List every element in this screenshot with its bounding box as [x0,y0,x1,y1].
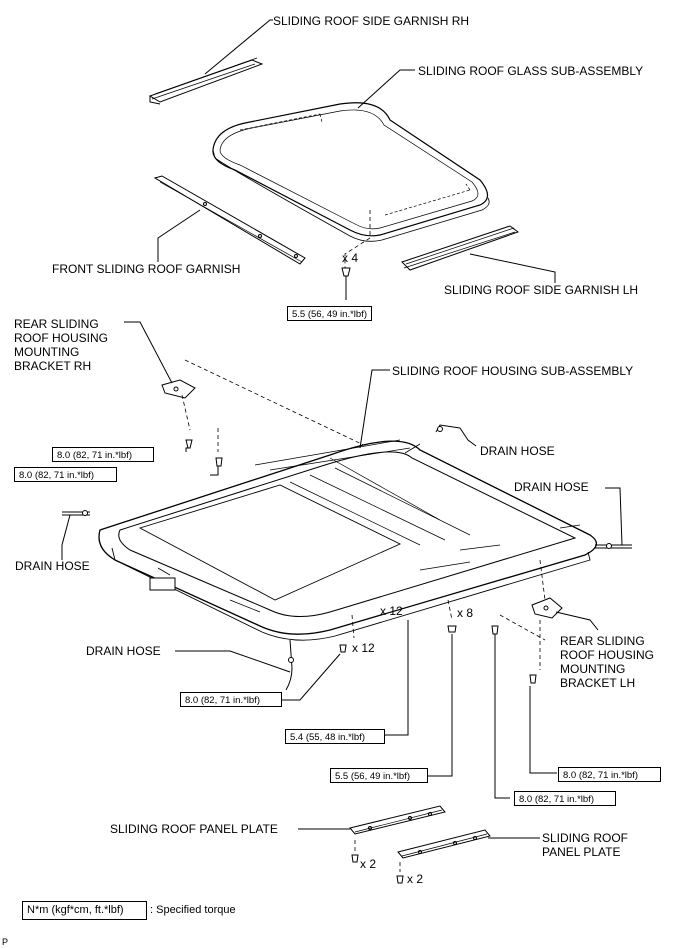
label-glass-sub-assembly: SLIDING ROOF GLASS SUB-ASSEMBLY [418,64,644,78]
corner-mark: P [2,937,9,947]
torque-bracket-rh-upper: 8.0 (82, 71 in.*lbf) [52,447,154,462]
panel-plate-left-part [349,805,446,835]
leader-bracket-rh [124,321,173,384]
front-garnish-part [153,175,306,265]
qty-glass-bolts: x 4 [342,251,359,265]
torque-glass: 5.5 (56, 49 in.*lbf) [287,306,372,321]
qty-housing-nuts: x 8 [457,606,474,620]
qty-housing-bolts-b: x 12 [352,641,375,655]
legend-meaning: : Specified torque [150,904,236,916]
leader-housing [359,369,390,449]
label-rear-bracket-lh: REAR SLIDING ROOF HOUSING MOUNTING BRACK… [560,634,655,690]
torque-housing-center: 5.4 (55, 48 in.*lbf) [285,729,385,744]
torque-housing-nuts: 5.5 (56, 49 in.*lbf) [330,768,428,783]
drain-hose-b [285,639,294,691]
label-rear-bracket-rh: REAR SLIDING ROOF HOUSING MOUNTING BRACK… [14,317,109,373]
label-panel-plate-left: SLIDING ROOF PANEL PLATE [110,822,278,836]
qty-plate-bolts-right: x 2 [407,872,424,886]
label-drain-hose-bottom: DRAIN HOSE [86,644,161,658]
label-drain-hose-right: DRAIN HOSE [514,480,589,494]
bracket-lh-part [531,597,563,619]
leader-glass [357,69,415,109]
label-panel-plate-right: SLIDING ROOF PANEL PLATE [542,831,629,859]
bracket-rh-part [161,379,196,399]
leader-bracket-lh [555,611,599,631]
torque-drain-hose-bottom: 8.0 (82, 71 in.*lbf) [180,692,282,707]
torque-bracket-lh-center: 8.0 (82, 71 in.*lbf) [514,791,616,806]
torque-bracket-rh-lower: 8.0 (82, 71 in.*lbf) [14,467,117,482]
side-garnish-rh-part [148,57,264,105]
label-front-garnish: FRONT SLIDING ROOF GARNISH [52,262,241,276]
torque-bracket-lh-right: 8.0 (82, 71 in.*lbf) [558,767,661,782]
leader-garnish-lh [469,253,556,283]
side-garnish-lh-part [401,225,520,271]
drain-hose-ur [435,424,461,433]
drain-hose-r [595,543,632,549]
label-drain-hose-upper-right: DRAIN HOSE [480,444,555,458]
glass-part [212,102,490,242]
panel-plate-right-part [397,829,491,859]
leader-front-garnish [157,209,201,262]
leader-garnish-rh [204,19,273,75]
label-drain-hose-left: DRAIN HOSE [15,559,90,573]
drain-hose-l [62,510,90,516]
qty-plate-bolts-left: x 2 [360,857,377,871]
qty-housing-bolts-a: x 12 [380,604,403,618]
label-side-garnish-rh: SLIDING ROOF SIDE GARNISH RH [273,14,470,28]
label-side-garnish-lh: SLIDING ROOF SIDE GARNISH LH [444,283,639,297]
label-housing-sub-assembly: SLIDING ROOF HOUSING SUB-ASSEMBLY [392,364,634,378]
housing-part [98,439,597,641]
legend-torque-units: N*m (kgf*cm, ft.*lbf) [22,901,147,920]
